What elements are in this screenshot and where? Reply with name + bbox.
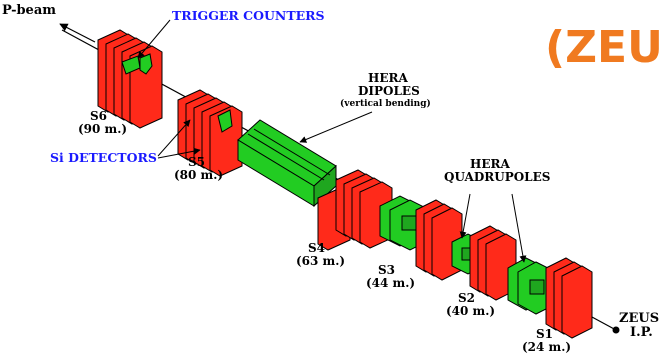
station-s5 [177, 89, 243, 177]
si-detectors-label: Si DETECTORS [50, 150, 157, 165]
station-s1-name: S1 [536, 327, 553, 341]
station-s6-name: S6 [90, 109, 107, 123]
station-s1-dist: (24 m.) [522, 340, 571, 354]
quad-pointer-a [459, 193, 471, 239]
station-s1 [545, 257, 593, 339]
quad-pointer-b [511, 193, 527, 263]
p-beam-arrow [59, 23, 96, 43]
hera-dipoles-line2: DIPOLES [358, 84, 420, 98]
hera-dipoles-line1: HERA [368, 71, 408, 85]
hera-dipoles-note: (vertical bending) [340, 98, 431, 109]
ip-dot [612, 326, 620, 334]
zeus-logo: (ZEU [545, 22, 663, 73]
station-s4-dist: (63 m.) [296, 254, 345, 268]
station-s6 [97, 29, 163, 129]
station-s5-name: S5 [188, 155, 205, 169]
p-beam-label: P-beam [2, 3, 56, 18]
station-s4 [317, 169, 393, 251]
station-s2-dist: (40 m.) [446, 304, 495, 318]
zeus-ip-line2: I.P. [630, 325, 653, 340]
zeus-ip-line1: ZEUS [619, 311, 659, 326]
station-s3-name: S3 [378, 263, 395, 277]
station-s2 [469, 225, 517, 301]
trigger-pointer [137, 19, 171, 59]
station-s2-name: S2 [458, 291, 475, 305]
hera-quadrupoles-line1: HERA [470, 157, 510, 171]
hera-dipoles-magnet [237, 119, 337, 208]
si-pointer-a [157, 119, 191, 157]
station-s5-dist: (80 m.) [174, 168, 223, 182]
si-pointer-b [157, 147, 201, 159]
dipole-pointer [299, 111, 373, 143]
trigger-counters-label: TRIGGER COUNTERS [172, 8, 325, 23]
station-s4-name: S4 [308, 241, 325, 255]
station-s6-dist: (90 m.) [78, 122, 127, 136]
station-s3-dist: (44 m.) [366, 276, 415, 290]
hera-quadrupoles-line2: QUADRUPOLES [444, 170, 550, 184]
